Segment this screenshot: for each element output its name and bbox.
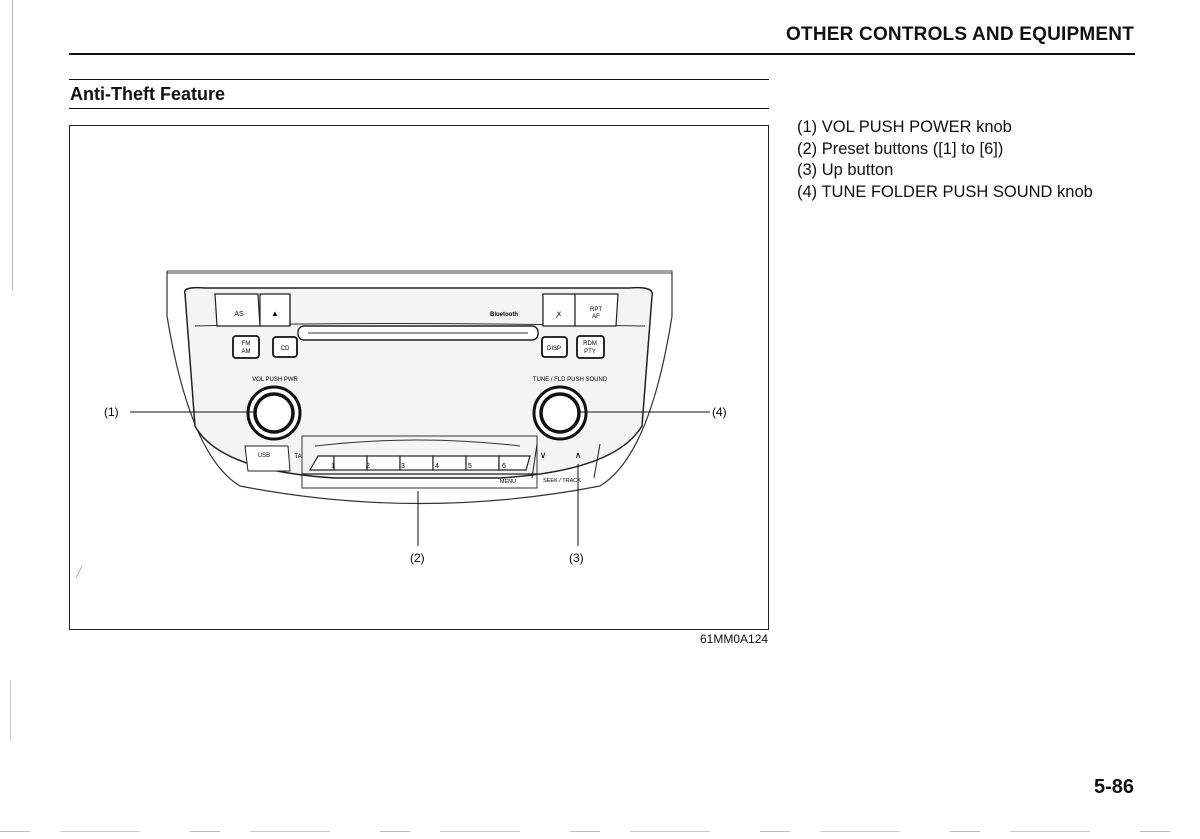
figure-code: 61MM0A124 bbox=[700, 632, 769, 646]
as-button bbox=[214, 293, 261, 327]
section-rule bbox=[69, 79, 769, 80]
menu-label: MENU bbox=[500, 479, 516, 485]
vol-knob bbox=[253, 392, 295, 434]
disp-button bbox=[541, 336, 568, 358]
tune-knob bbox=[539, 392, 581, 434]
seek-divider bbox=[593, 443, 601, 479]
vol-label: VOL PUSH PWR bbox=[252, 377, 298, 383]
scan-bottom-line bbox=[0, 831, 1200, 832]
cd-label: CD bbox=[281, 346, 290, 352]
rdm-label: RDM bbox=[583, 341, 597, 347]
preset-bezel bbox=[314, 439, 521, 447]
section-title: Anti-Theft Feature bbox=[70, 84, 225, 104]
fm-am-button bbox=[232, 335, 260, 359]
legend-item: (1) VOL PUSH POWER knob bbox=[797, 118, 1012, 136]
preset-buttons: 1 2 3 4 5 6 bbox=[302, 455, 537, 475]
preset-button-6 bbox=[498, 455, 531, 471]
legend-item: (2) Preset buttons ([1] to [6]) bbox=[797, 139, 1004, 158]
usb-label: USB bbox=[258, 453, 270, 459]
ta-label: TA bbox=[294, 454, 301, 460]
am-label: AM bbox=[242, 349, 251, 355]
scan-edge-line bbox=[12, 0, 13, 290]
pty-label: PTY bbox=[584, 349, 596, 355]
seek-label: SEEK / TRACK bbox=[543, 478, 581, 484]
preset-button-1 bbox=[333, 455, 368, 471]
seek-divider bbox=[531, 443, 538, 479]
preset-area-frame bbox=[301, 435, 538, 489]
bluetooth-label: Bluetooth bbox=[490, 312, 518, 318]
preset-label-3: 3 bbox=[401, 463, 405, 470]
up-button-icon: ∧ bbox=[575, 450, 582, 460]
section-rule bbox=[69, 108, 769, 109]
preset-label-2: 2 bbox=[366, 463, 370, 470]
rpt-af-button bbox=[574, 293, 619, 327]
rdm-pty-button bbox=[576, 335, 605, 359]
preset-label-5: 5 bbox=[468, 463, 472, 470]
figure-box: AS ▲ Bluetooth ꭗ RPT AF FM AM CD DISP RD… bbox=[69, 125, 769, 630]
fm-label: FM bbox=[242, 341, 251, 347]
preset-label-4: 4 bbox=[435, 463, 439, 470]
usb-button bbox=[244, 445, 291, 472]
cd-button bbox=[272, 336, 298, 358]
legend-item: (4) TUNE FOLDER PUSH SOUND knob bbox=[797, 182, 1093, 201]
housing-top-edge bbox=[166, 270, 673, 274]
callout-label-2: (2) bbox=[410, 551, 425, 565]
tune-label: TUNE / FLD PUSH SOUND bbox=[533, 377, 608, 383]
legend-item: (3) Up button bbox=[797, 161, 894, 179]
radio-panel-illustration: AS ▲ Bluetooth ꭗ RPT AF FM AM CD DISP RD… bbox=[75, 270, 727, 579]
callout-label-4: (4) bbox=[712, 405, 727, 419]
callout-label-1: (1) bbox=[104, 405, 119, 419]
af-label: AF bbox=[592, 314, 600, 320]
page-number: 5-86 bbox=[1093, 776, 1134, 798]
as-label: AS bbox=[234, 311, 244, 318]
rpt-label: RPT bbox=[590, 307, 602, 313]
header-rule bbox=[69, 53, 1135, 55]
page-header-title: OTHER CONTROLS AND EQUIPMENT bbox=[786, 24, 1134, 45]
preset-button-2 bbox=[366, 455, 401, 471]
eject-icon: ▲ bbox=[271, 309, 279, 318]
scan-mark bbox=[75, 565, 83, 579]
scan-edge-line bbox=[10, 680, 11, 740]
disp-label: DISP bbox=[547, 346, 561, 352]
callout-legend: (1) VOL PUSH POWER knob (2) Preset butto… bbox=[797, 117, 1093, 203]
down-button-icon: ∨ bbox=[540, 450, 547, 460]
callout-label-3: (3) bbox=[569, 551, 584, 565]
mute-icon: ꭗ bbox=[555, 309, 562, 318]
preset-label-1: 1 bbox=[331, 463, 335, 470]
preset-label-6: 6 bbox=[502, 463, 506, 470]
